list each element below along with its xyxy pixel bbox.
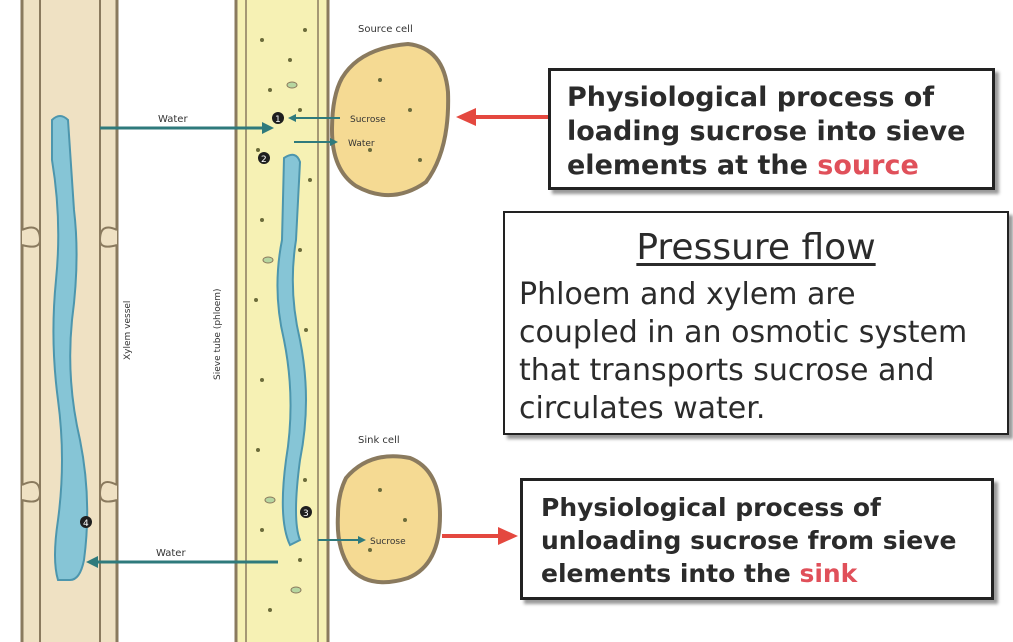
source-cell-label: Source cell (358, 24, 413, 35)
svg-text:1: 1 (275, 115, 281, 125)
sucrose-label-bottom: Sucrose (370, 537, 406, 547)
unloading-line-3: elements into the sink (541, 557, 956, 590)
pressure-line-3: that transports sucrose and (519, 352, 967, 390)
source-highlight: source (817, 150, 918, 181)
svg-text:2: 2 (261, 155, 267, 165)
pressure-flow-box: Pressure flow Phloem and xylem are coupl… (503, 211, 1009, 435)
sieve-tube-label: Sieve tube (phloem) (213, 288, 223, 380)
pressure-line-1: Phloem and xylem are (519, 276, 967, 314)
loading-line-3: elements at the source (567, 149, 965, 183)
unloading-line-3-prefix: elements into the (541, 559, 799, 588)
loading-line-3-prefix: elements at the (567, 150, 817, 181)
sucrose-label-top: Sucrose (350, 115, 386, 125)
pressure-line-2: coupled in an osmotic system (519, 314, 967, 352)
xylem-vessel-label: Xylem vessel (123, 301, 133, 360)
sink-highlight: sink (799, 559, 857, 588)
loading-process-box: Physiological process of loading sucrose… (548, 68, 995, 190)
water-out-label: Water (348, 139, 375, 149)
unloading-line-1: Physiological process of (541, 491, 956, 524)
water-label-top: Water (158, 114, 188, 125)
sieve-tube: Sieve tube (phloem) (213, 0, 328, 642)
red-arrow-source (456, 108, 548, 126)
source-cell: Source cell (332, 24, 448, 195)
loading-line-2: loading sucrose into sieve (567, 115, 965, 149)
unloading-process-box: Physiological process of unloading sucro… (520, 478, 994, 600)
loading-line-1: Physiological process of (567, 81, 965, 115)
xylem-vessel: Xylem vessel (22, 0, 133, 642)
svg-text:4: 4 (83, 519, 89, 529)
red-arrow-sink (442, 527, 518, 545)
water-label-bottom: Water (156, 548, 186, 559)
pressure-line-4: circulates water. (519, 390, 967, 428)
sink-cell-label: Sink cell (358, 435, 400, 446)
svg-text:3: 3 (303, 509, 309, 519)
sink-cell: Sink cell (338, 435, 440, 582)
pressure-flow-title: Pressure flow (505, 227, 1007, 268)
unloading-line-2: unloading sucrose from sieve (541, 524, 956, 557)
